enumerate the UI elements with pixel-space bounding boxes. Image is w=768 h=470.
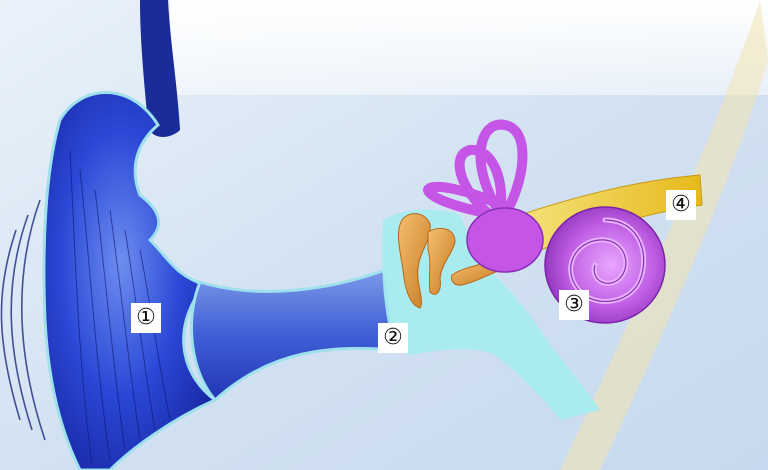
incus — [427, 227, 456, 295]
top-white-fade — [170, 0, 768, 95]
vestibule — [466, 207, 544, 273]
outer-ear — [42, 91, 218, 470]
label-auditory-nerve: ④ — [666, 190, 696, 220]
semicircular-canals — [422, 119, 528, 220]
ear-canal — [190, 267, 397, 403]
label-middle-ear: ② — [378, 323, 408, 353]
label-outer-ear: ① — [131, 303, 161, 333]
skull-edge — [560, 0, 768, 470]
label-cochlea: ③ — [559, 290, 589, 320]
malleus — [397, 213, 431, 309]
sound-waves-icon — [0, 199, 46, 441]
hair — [140, 0, 180, 137]
